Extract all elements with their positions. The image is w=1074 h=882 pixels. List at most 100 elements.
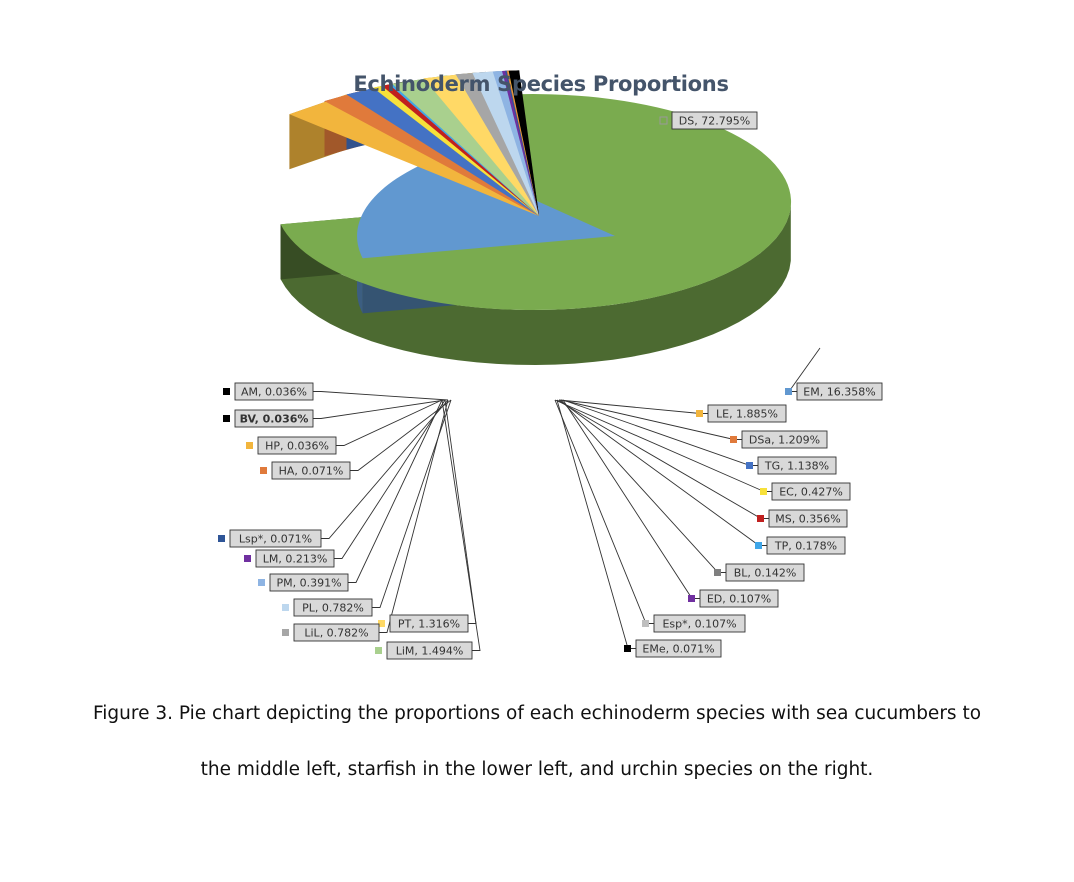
label-box-pt	[389, 614, 469, 633]
data-label-hp: HP, 0.036%	[265, 440, 329, 453]
figure-caption-line-1: Figure 3. Pie chart depicting the propor…	[92, 703, 982, 724]
label-key-le	[696, 410, 703, 417]
label-box-lil	[293, 623, 380, 642]
label-box-bv	[234, 409, 314, 428]
label-key-tp	[755, 542, 762, 549]
data-label-pm: PM, 0.391%	[276, 577, 341, 590]
label-box-pl	[293, 598, 373, 617]
slice-lm	[502, 70, 539, 216]
data-label-pt: PT, 1.316%	[398, 618, 460, 631]
label-box-le	[707, 404, 787, 423]
label-key-tg	[746, 462, 753, 469]
leader-line-ed	[562, 399, 700, 599]
label-box-pm	[269, 573, 349, 592]
label-key-eme	[624, 645, 631, 652]
data-label-le: LE, 1.885%	[716, 408, 778, 421]
label-box-tp	[766, 536, 846, 555]
label-box-lsp	[229, 529, 322, 548]
label-key-pm	[258, 579, 265, 586]
label-box-em	[796, 382, 883, 401]
slice-tg	[346, 85, 539, 216]
data-label-esp: Esp*, 0.107%	[662, 618, 736, 631]
label-box-ds	[671, 111, 758, 130]
slice-ec	[373, 84, 539, 216]
slice-hp	[507, 70, 539, 216]
slice-ms	[382, 83, 539, 216]
data-label-tp: TP, 0.178%	[774, 540, 837, 553]
data-label-lm: LM, 0.213%	[263, 553, 328, 566]
label-box-ha	[271, 461, 351, 480]
label-box-bl	[725, 563, 805, 582]
slice-bv	[508, 70, 539, 216]
label-box-eme	[635, 639, 722, 658]
label-key-hp	[246, 442, 253, 449]
data-label-am: AM, 0.036%	[241, 386, 307, 399]
slice-em	[357, 157, 615, 259]
leader-line-pl	[372, 399, 452, 608]
data-label-ed: ED, 0.107%	[707, 593, 771, 606]
label-box-ec	[771, 482, 851, 501]
leader-line-am	[313, 391, 449, 401]
label-key-lim	[375, 647, 382, 654]
data-label-tg: TG, 1.138%	[764, 460, 829, 473]
slice-pt	[423, 72, 539, 216]
leader-line-eme	[556, 399, 636, 649]
leader-line-lsp	[321, 399, 449, 539]
label-key-em	[785, 388, 792, 395]
slice-lim	[392, 75, 539, 217]
data-label-ds: DS, 72.795%	[679, 115, 750, 128]
label-key-ms	[757, 515, 764, 522]
label-box-tg	[757, 456, 837, 475]
leader-line-pm	[348, 399, 443, 583]
label-key-pt	[378, 620, 385, 627]
data-label-lsp: Lsp*, 0.071%	[239, 533, 312, 546]
label-box-ms	[768, 509, 848, 528]
leader-line-lil	[379, 399, 449, 633]
leader-line-hp	[336, 399, 443, 446]
leader-line-bl	[560, 399, 726, 573]
slice-tp	[389, 82, 539, 216]
slice-lsp	[505, 70, 539, 216]
slice-pm	[492, 70, 539, 216]
data-label-ms: MS, 0.356%	[775, 513, 840, 526]
figure-caption-line-2: the middle left, starfish in the lower l…	[200, 759, 874, 780]
leader-line-ha	[350, 399, 452, 471]
label-key-lil	[282, 629, 289, 636]
data-label-dsa: DSa, 1.209%	[749, 434, 820, 447]
label-box-hp	[257, 436, 337, 455]
data-label-lil: LiL, 0.782%	[304, 627, 368, 640]
chart-title: Echinoderm Species Proportions	[353, 72, 729, 96]
label-key-dsa	[730, 436, 737, 443]
slice-dsa	[324, 90, 539, 216]
label-key-esp	[642, 620, 649, 627]
slice-pl	[472, 71, 539, 216]
label-box-ed	[699, 589, 779, 608]
label-key-ds	[659, 116, 668, 125]
label-key-bv	[223, 415, 230, 422]
data-labels: DS, 72.795% EM, 16.358% LE, 1.885% DSa, 1.2…	[218, 111, 883, 660]
data-label-eme: EMe, 0.071%	[642, 643, 714, 656]
label-key-pl	[282, 604, 289, 611]
slice-tops	[280, 70, 792, 311]
label-box-lim	[386, 641, 473, 660]
data-label-em: EM, 16.358%	[803, 386, 875, 399]
label-box-lm	[255, 549, 335, 568]
data-label-bl: BL, 0.142%	[734, 567, 797, 580]
leader-line-lim	[441, 399, 481, 651]
slice-lil	[455, 71, 539, 217]
slice-side-ds	[280, 205, 791, 365]
label-key-ha	[260, 467, 267, 474]
label-key-lsp	[218, 535, 225, 542]
label-key-ec	[760, 488, 767, 495]
slice-le	[289, 94, 539, 216]
leader-line-lm	[334, 399, 446, 559]
pie-chart: DS, 72.795% EM, 16.358% LE, 1.885% DSa, 1.2…	[218, 70, 883, 660]
label-key-am	[223, 388, 230, 395]
data-label-ha: HA, 0.071%	[279, 465, 344, 478]
slice-am	[509, 70, 539, 217]
label-box-am	[234, 382, 314, 401]
data-label-pl: PL, 0.782%	[302, 602, 364, 615]
label-key-lm	[244, 555, 251, 562]
slice-ha	[506, 70, 539, 216]
